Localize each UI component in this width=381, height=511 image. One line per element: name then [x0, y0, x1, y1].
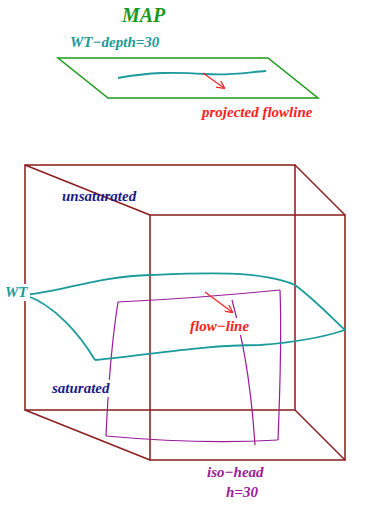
- water-table-surface: [25, 273, 345, 360]
- block-cube: [25, 165, 345, 460]
- map-title: MAP: [120, 4, 167, 26]
- iso-head-surface: [106, 290, 281, 445]
- zone-label: saturated: [50, 380, 112, 397]
- projected-flowline-label: projected flowline: [200, 104, 314, 121]
- water-table-label: WT: [3, 284, 30, 301]
- flowline-arrow: [205, 292, 232, 312]
- iso-head-value: h=30: [224, 484, 260, 501]
- map-depth-label: WT−depth=30: [68, 34, 161, 51]
- zone-label: unsaturated: [60, 188, 138, 205]
- flowline-label: flow−line: [188, 318, 251, 335]
- projected-flowline-arrow: [203, 73, 224, 88]
- map-wt-contour: [118, 71, 266, 78]
- iso-head-label: iso−head: [205, 464, 266, 481]
- map-plane: [58, 58, 318, 98]
